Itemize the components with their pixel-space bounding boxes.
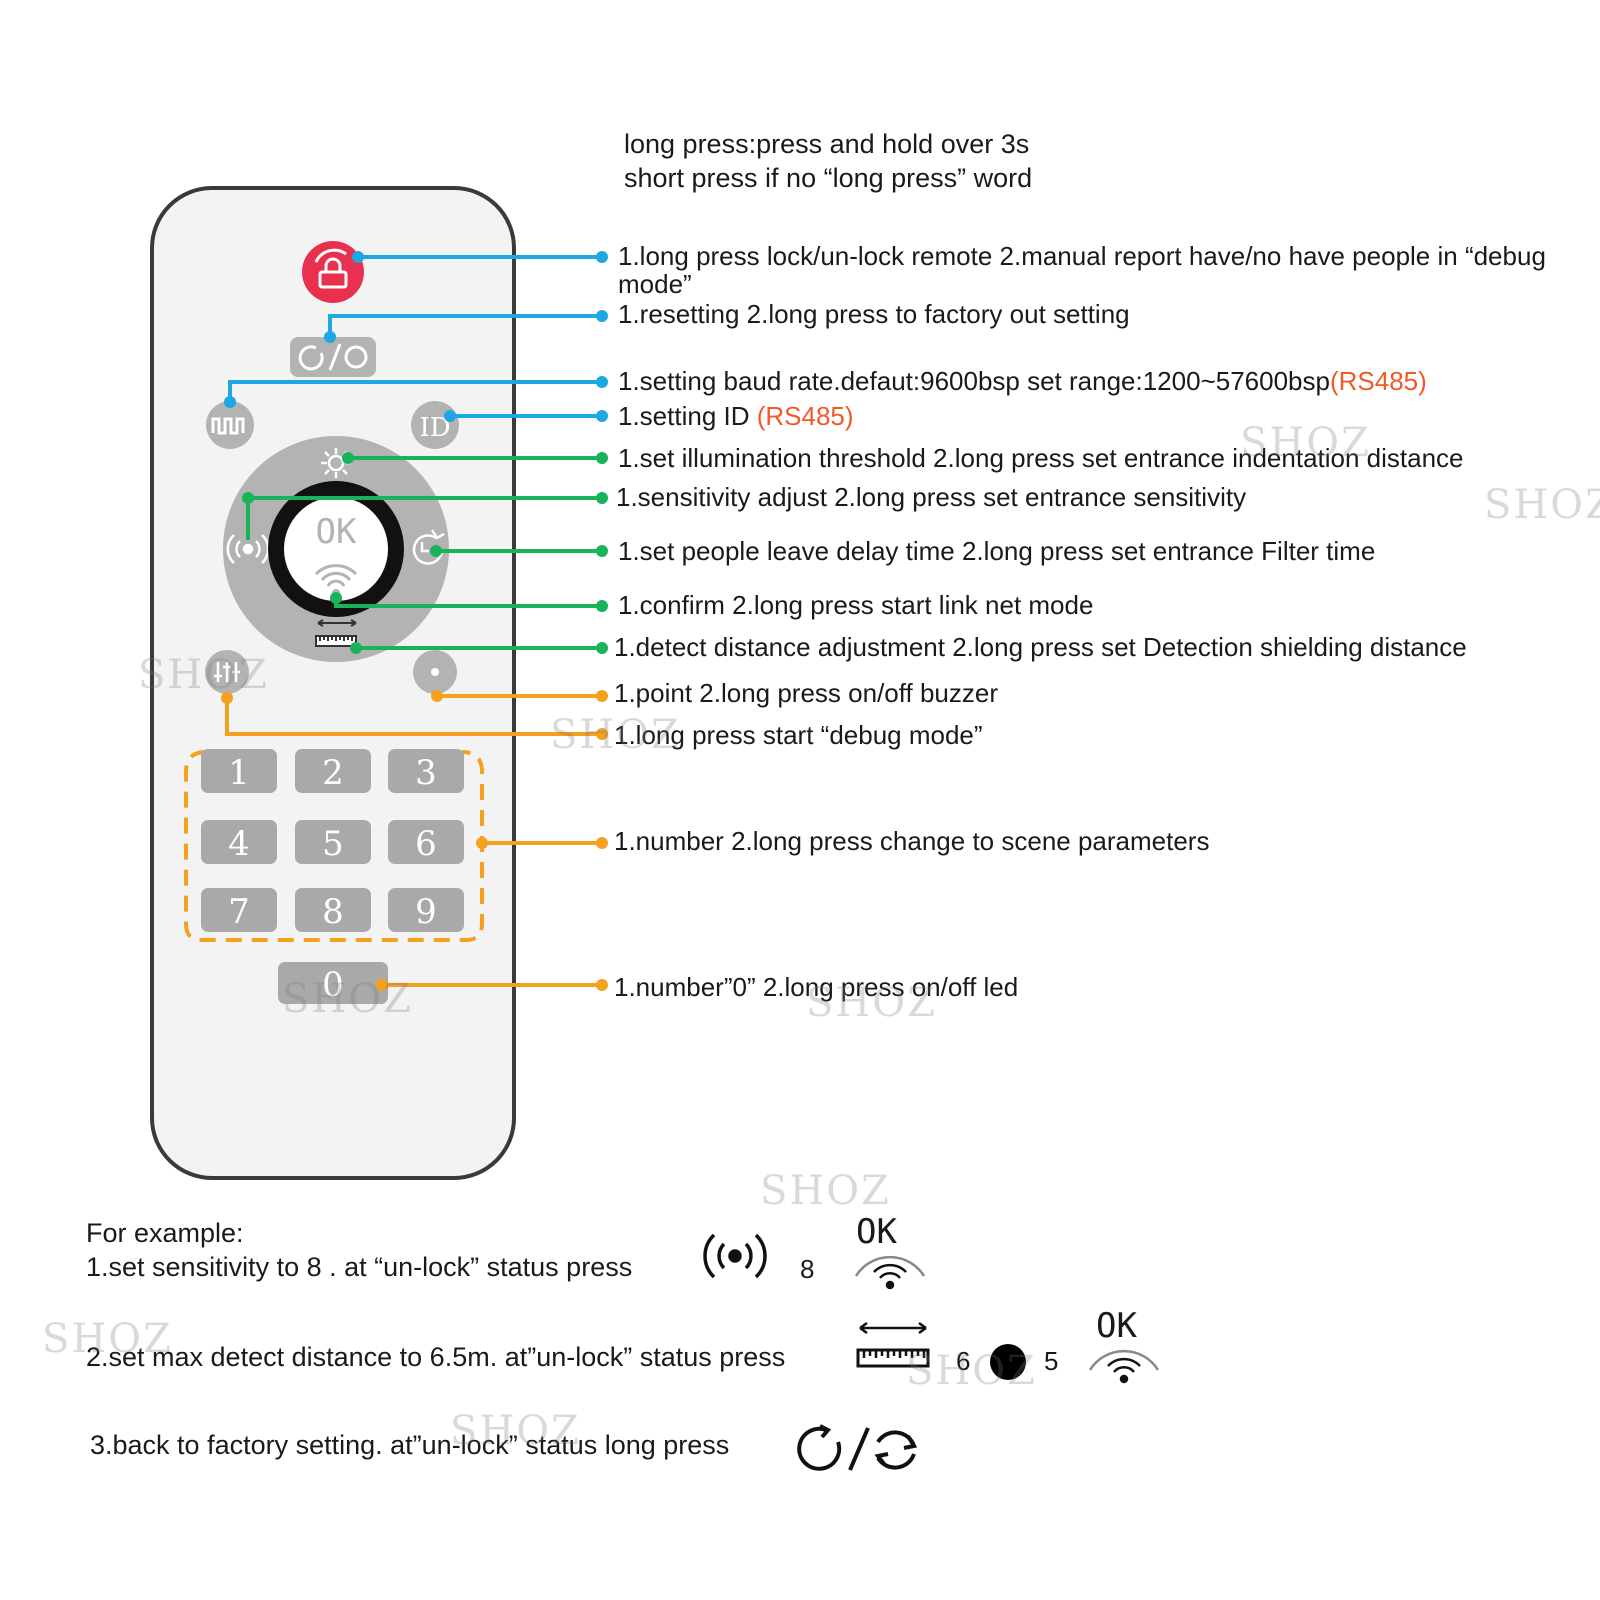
lock-button[interactable] (302, 241, 364, 303)
annotation-baud-rs485: (RS485) (1329, 366, 1427, 396)
example-2-number-6: 6 (956, 1346, 971, 1376)
clock-refresh-icon (412, 529, 445, 565)
key-1[interactable]: 1 (201, 749, 277, 793)
annotation-illumination: 1.set illumination threshold 2.long pres… (618, 443, 1464, 473)
example-2-number-5: 5 (1044, 1346, 1059, 1376)
annotation-lock: 1.long press lock/un-lock remote 2.manua… (618, 241, 1546, 299)
watermark-4: SHOZ (550, 712, 681, 758)
key-5[interactable]: 5 (295, 820, 371, 864)
leader-confirm (334, 598, 602, 608)
leader-baud (228, 380, 602, 402)
annotation-id: 1.setting ID (RS485) (618, 401, 854, 431)
annotation-reset: 1.resetting 2.long press to factory out … (618, 299, 1130, 329)
annotation-baud-text: 1.setting baud rate.defaut:9600bsp set r… (618, 366, 1330, 396)
watermark-2: SHOZ (1484, 482, 1600, 528)
watermark-7: SHOZ (760, 1168, 891, 1214)
key-6-label: 6 (415, 824, 437, 864)
point-button[interactable] (413, 650, 457, 694)
example-1-signal-waves-icon (703, 1233, 767, 1279)
baud-rate-button[interactable] (206, 401, 254, 449)
key-3[interactable]: 3 (388, 749, 464, 793)
leader-sensitivity (246, 496, 602, 540)
example-1-ok-label: OK (856, 1212, 897, 1252)
keypad-frame (184, 750, 484, 942)
key-2[interactable]: 2 (295, 749, 371, 793)
reset-button[interactable] (290, 337, 376, 377)
key-7-label: 7 (228, 892, 250, 932)
watermark-5: SHOZ (282, 976, 413, 1022)
watermark-1: SHOZ (1240, 420, 1371, 466)
key-8[interactable]: 8 (295, 888, 371, 932)
key-8-label: 8 (322, 892, 344, 932)
annotation-id-text: 1.setting ID (618, 401, 757, 431)
leader-reset (328, 314, 602, 337)
key-6[interactable]: 6 (388, 820, 464, 864)
key-4-label: 4 (228, 824, 250, 864)
key-9-label: 9 (415, 892, 437, 932)
keypad: 1 2 3 4 5 6 7 8 9 (201, 749, 464, 932)
sliders-icon (214, 662, 240, 682)
annotation-zero: 1.number”0” 2.long press on/off led (614, 972, 1019, 1002)
annotation-point: 1.point 2.long press on/off buzzer (614, 678, 998, 708)
annotation-baud: 1.setting baud rate.defaut:9600bsp set r… (618, 366, 1427, 396)
key-2-label: 2 (322, 753, 344, 793)
annotation-sensitivity: 1.sensitivity adjust 2.long press set en… (616, 482, 1247, 512)
examples-heading: For example: (86, 1218, 244, 1248)
key-1-label: 1 (228, 753, 250, 793)
reset-icon (298, 343, 368, 371)
annotation-leave-delay: 1.set people leave delay time 2.long pre… (618, 536, 1376, 566)
example-2-ok-label: OK (1096, 1306, 1137, 1346)
annotation-confirm: 1.confirm 2.long press start link net mo… (618, 590, 1094, 620)
example-1-wifi-icon (854, 1255, 926, 1290)
lock-icon (314, 248, 348, 289)
leave-delay-button[interactable] (412, 529, 445, 565)
watermark-3: SHOZ (138, 652, 269, 698)
ok-button[interactable]: OK (268, 481, 404, 617)
annotation-debug: 1.long press start “debug mode” (614, 720, 983, 750)
example-2-ruler-distance-icon (856, 1321, 930, 1368)
key-0-label: 0 (322, 965, 344, 1005)
long-press-definition: long press:press and hold over 3s (624, 129, 1030, 159)
key-9[interactable]: 9 (388, 888, 464, 932)
distance-button[interactable] (315, 619, 357, 647)
example-3-text: 3.back to factory setting. at”un-lock” s… (90, 1430, 730, 1460)
watermark-10: SHOZ (450, 1408, 581, 1454)
example-1-text: 1.set sensitivity to 8 . at “un-lock” st… (86, 1252, 633, 1282)
leader-debug (225, 698, 602, 736)
key-7[interactable]: 7 (201, 888, 277, 932)
ruler-distance-icon (315, 619, 357, 647)
key-3-label: 3 (415, 753, 437, 793)
annotation-number: 1.number 2.long press change to scene pa… (614, 826, 1210, 856)
example-2-dot-icon (990, 1344, 1026, 1380)
key-5-label: 5 (322, 824, 344, 864)
watermark-8: SHOZ (42, 1316, 173, 1362)
key-0[interactable]: 0 (278, 962, 388, 1005)
annotation-distance: 1.detect distance adjustment 2.long pres… (614, 632, 1467, 662)
square-wave-icon (211, 417, 245, 435)
watermark-6: SHOZ (806, 980, 937, 1026)
short-press-definition: short press if no “long press” word (624, 163, 1033, 193)
key-4[interactable]: 4 (201, 820, 277, 864)
watermark-9: SHOZ (906, 1348, 1037, 1394)
example-2-wifi-icon (1088, 1349, 1160, 1384)
example-3-reset-icon (797, 1424, 918, 1471)
ok-label: OK (316, 512, 357, 552)
annotation-id-rs485: (RS485) (756, 401, 854, 431)
debug-button[interactable] (205, 650, 249, 694)
example-2-text: 2.set max detect distance to 6.5m. at”un… (86, 1342, 786, 1372)
dot-icon (431, 668, 439, 676)
example-1-number: 8 (800, 1254, 815, 1284)
